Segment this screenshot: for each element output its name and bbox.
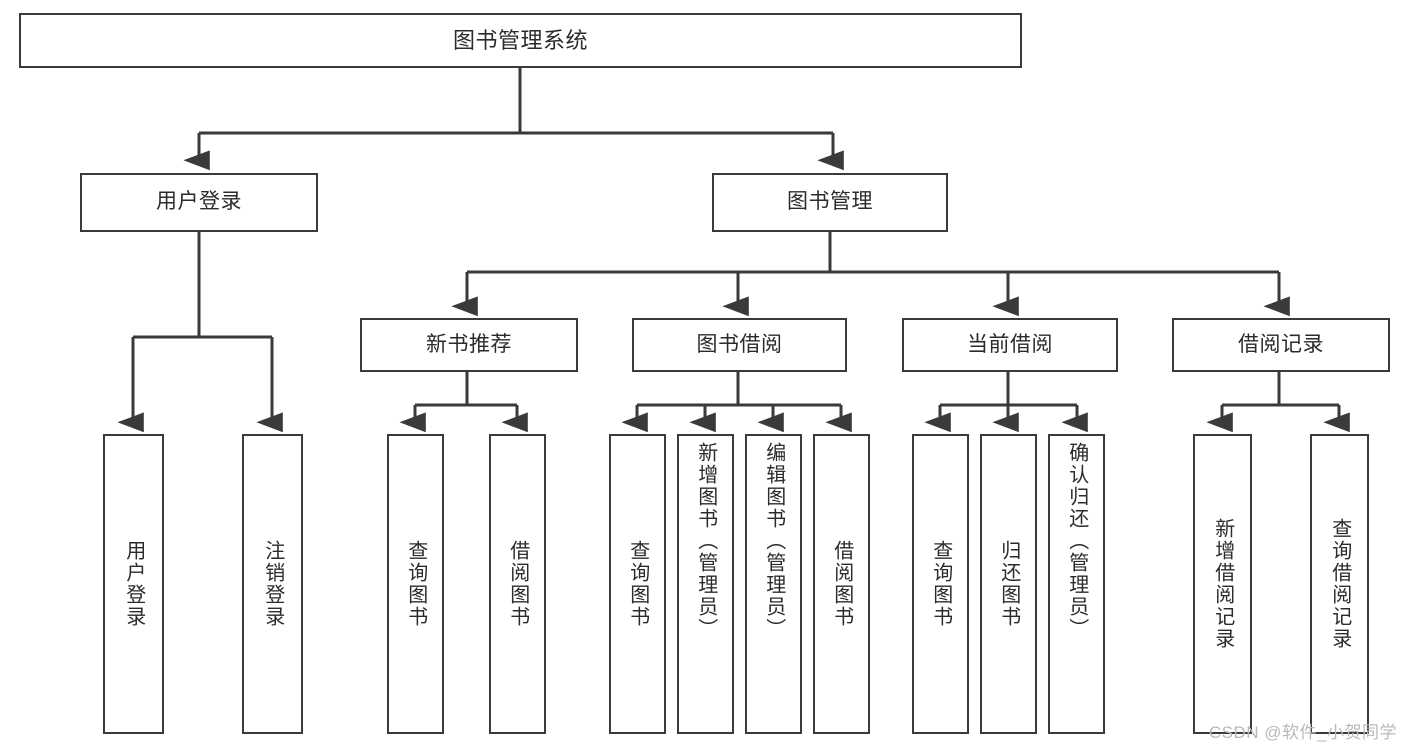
leaf-current-borrow-return[interactable]: 归还图书 — [980, 434, 1037, 734]
leaf-book-borrow-query[interactable]: 查询图书 — [609, 434, 666, 734]
node-label: 用户登录 — [122, 540, 145, 628]
node-label: 新增借阅记录 — [1211, 518, 1234, 650]
node-current-borrow[interactable]: 当前借阅 — [902, 318, 1118, 372]
node-label: 用户登录 — [156, 190, 242, 214]
node-label: 查询图书 — [404, 540, 427, 628]
node-label: 新书推荐 — [426, 332, 512, 356]
leaf-book-borrow-add[interactable]: 新增图书（管理员） — [677, 434, 734, 734]
node-label: 查询借阅记录 — [1328, 518, 1351, 650]
leaf-user-login-signin[interactable]: 用户登录 — [103, 434, 164, 734]
leaf-new-book-query[interactable]: 查询图书 — [387, 434, 444, 734]
node-borrow-records[interactable]: 借阅记录 — [1172, 318, 1390, 372]
node-book-management[interactable]: 图书管理 — [712, 173, 948, 232]
leaf-borrow-record-query[interactable]: 查询借阅记录 — [1310, 434, 1369, 734]
leaf-user-login-signout[interactable]: 注销登录 — [242, 434, 303, 734]
node-label: 确认归还（管理员） — [1065, 442, 1088, 640]
node-user-login[interactable]: 用户登录 — [80, 173, 318, 232]
leaf-book-borrow-lend[interactable]: 借阅图书 — [813, 434, 870, 734]
node-label: 归还图书 — [997, 540, 1020, 628]
node-label: 借阅记录 — [1238, 332, 1324, 356]
watermark-text: CSDN @软件_小贺同学 — [1208, 723, 1397, 742]
leaf-new-book-borrow[interactable]: 借阅图书 — [489, 434, 546, 734]
node-label: 当前借阅 — [967, 332, 1053, 356]
node-label: 编辑图书（管理员） — [762, 442, 785, 640]
node-label: 图书管理 — [787, 190, 873, 214]
node-root-system[interactable]: 图书管理系统 — [19, 13, 1022, 68]
node-label: 新增图书（管理员） — [694, 442, 717, 640]
leaf-current-borrow-confirm-return[interactable]: 确认归还（管理员） — [1048, 434, 1105, 734]
node-book-borrow[interactable]: 图书借阅 — [632, 318, 847, 372]
node-label: 查询图书 — [929, 540, 952, 628]
node-label: 查询图书 — [626, 540, 649, 628]
leaf-current-borrow-query[interactable]: 查询图书 — [912, 434, 969, 734]
node-label: 图书借阅 — [696, 332, 783, 356]
node-label: 注销登录 — [261, 540, 284, 628]
node-label: 图书管理系统 — [452, 27, 588, 53]
leaf-borrow-record-add[interactable]: 新增借阅记录 — [1193, 434, 1252, 734]
leaf-book-borrow-edit[interactable]: 编辑图书（管理员） — [745, 434, 802, 734]
node-new-book-recommend[interactable]: 新书推荐 — [360, 318, 578, 372]
node-label: 借阅图书 — [830, 540, 853, 628]
node-label: 借阅图书 — [506, 540, 529, 628]
